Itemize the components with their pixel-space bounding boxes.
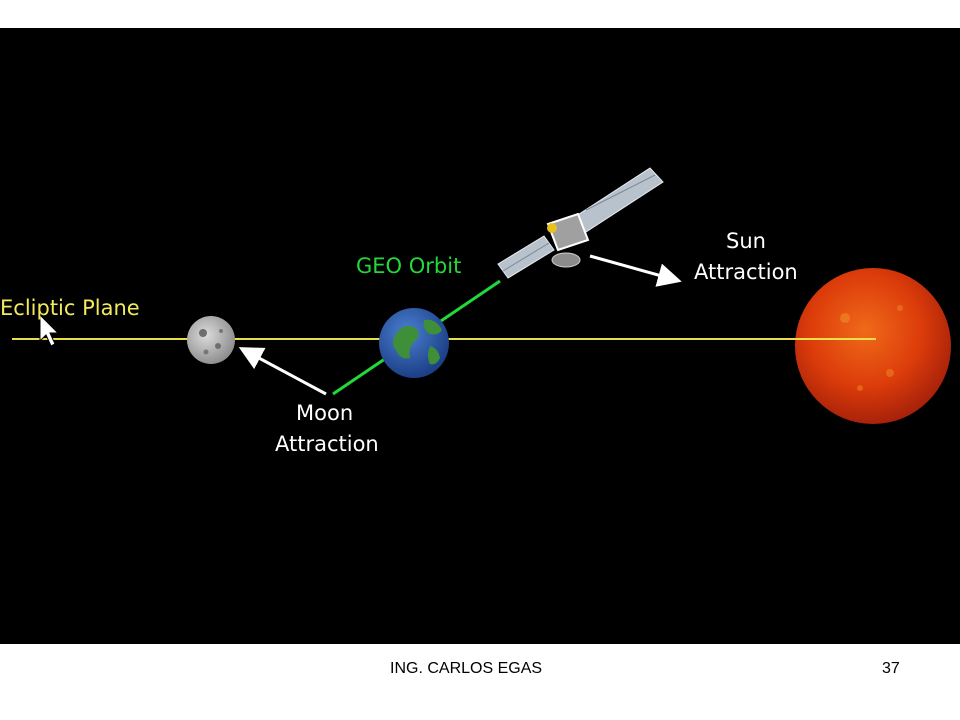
footer-author: ING. CARLOS EGAS [390,660,543,677]
moon-label-line1: Moon [296,401,354,425]
earth-icon [379,308,449,378]
orbit-diagram: Ecliptic Plane GEO Orbit Sun Attraction … [0,28,960,644]
geo-orbit-label: GEO Orbit [356,254,462,278]
sun-label-line1: Sun [726,229,766,253]
ecliptic-plane-label: Ecliptic Plane [0,296,140,320]
satellite-icon [497,167,664,279]
footer-page-number: 37 [882,660,900,677]
sun-icon [795,268,951,424]
diagram-canvas [12,167,951,424]
sun-attraction-arrow [589,254,682,287]
moon-label-line2: Attraction [275,432,379,456]
sun-label-line2: Attraction [694,260,798,284]
mouse-cursor-icon [39,313,60,347]
moon-attraction-arrow [238,347,327,396]
moon-icon [187,316,235,364]
